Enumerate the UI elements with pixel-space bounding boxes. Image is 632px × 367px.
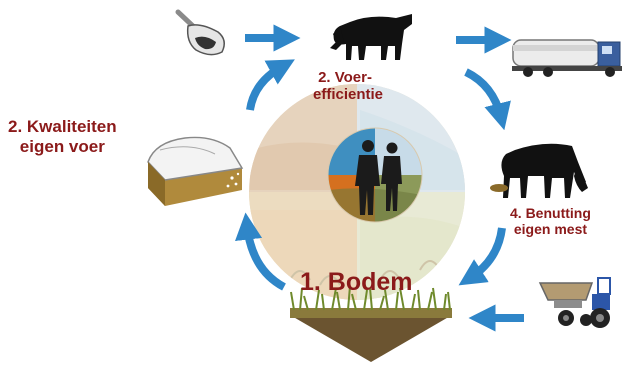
arrow-voer-to-cow: [246, 59, 295, 111]
milk-truck-icon: [512, 39, 622, 77]
arrow-mest-to-bodem: [458, 227, 506, 286]
tractor-spreader-icon: [538, 277, 611, 328]
soil-grass-icon: [290, 285, 452, 362]
farmers-icon: [327, 127, 423, 223]
label-voer-line2: efficientie: [313, 86, 384, 104]
label-benutting-line1: 4. Benutting: [510, 205, 591, 221]
label-bodem: 1. Bodem: [300, 268, 413, 296]
label-kwaliteiten-line1: 2. Kwaliteiten: [8, 117, 117, 136]
label-voer-line1: 2. Voer-: [318, 69, 372, 86]
label-benutting-line2: eigen mest: [513, 221, 588, 238]
cycle-arrows: [235, 24, 524, 332]
label-kwaliteiten-line2: eigen voer: [19, 136, 105, 156]
feed-scoop-icon: [175, 9, 225, 56]
label-voerefficientie: 2. Voer- efficientie: [313, 69, 383, 104]
silage-bale-icon: [147, 136, 244, 206]
label-benutting-eigen-mest: 4. Benutting eigen mest: [510, 205, 591, 237]
manure-cow-icon: [490, 143, 588, 198]
label-kwaliteiten-eigen-voer: 2. Kwaliteiten eigen voer: [8, 117, 117, 156]
arrow-bodem-to-voer: [235, 212, 287, 291]
arrow-truck-to-mest: [464, 68, 511, 131]
cow-icon: [330, 14, 412, 60]
